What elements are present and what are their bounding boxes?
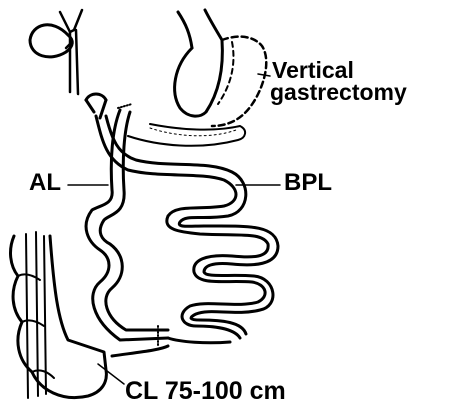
- gastric-tube: [175, 40, 223, 116]
- duodenal-stump: [86, 94, 106, 118]
- greater-curve-outline: [128, 124, 245, 146]
- alimentary-limb-inner-wall: [100, 112, 168, 330]
- label-common-channel: CL 75-100 cm: [125, 379, 286, 404]
- leader-line-gastrectomy: [258, 74, 270, 76]
- staple-line-top: [118, 104, 132, 108]
- leader-line-cl: [98, 364, 124, 384]
- alimentary-limb: [86, 110, 168, 340]
- biliopancreatic-limb-inner-wall: [106, 116, 278, 334]
- label-biliopancreatic-limb: BPL: [284, 171, 332, 195]
- gallbladder: [30, 25, 72, 57]
- colon: [11, 236, 107, 398]
- esophagus: [178, 10, 222, 48]
- label-gastrectomy: gastrectomy: [270, 81, 407, 104]
- label-alimentary-limb: AL: [29, 171, 61, 195]
- colon-haustra: [18, 232, 54, 398]
